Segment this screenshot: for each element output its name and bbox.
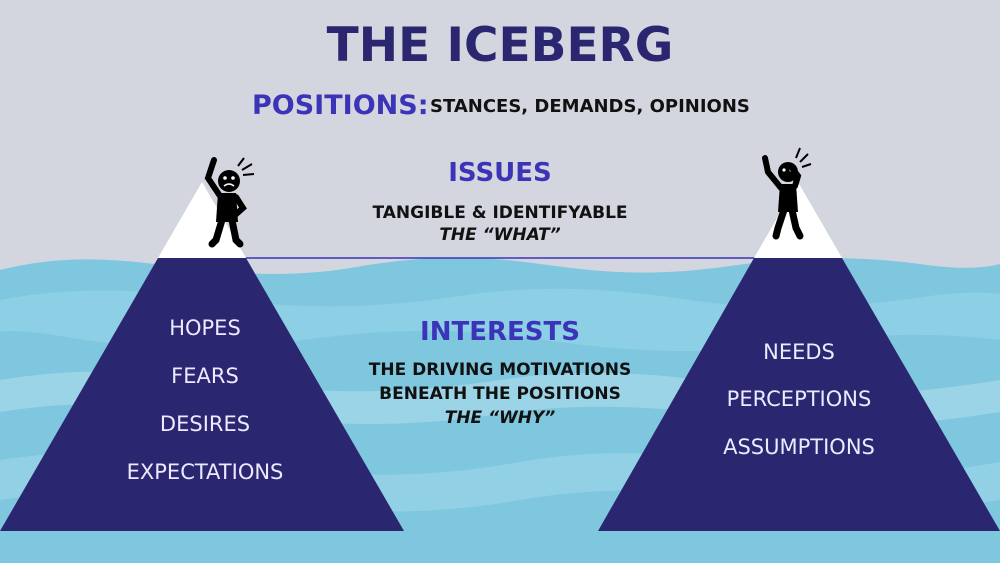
right-iceberg-item: PERCEPTIONS	[674, 387, 924, 411]
left-iceberg-item: HOPES	[80, 316, 330, 340]
positions-description: STANCES, DEMANDS, OPINIONS	[430, 96, 750, 117]
positions-label: POSITIONS:	[252, 90, 429, 121]
left-iceberg-item: FEARS	[80, 364, 330, 388]
right-iceberg-item: NEEDS	[674, 340, 924, 364]
interests-heading: INTERESTS	[300, 317, 700, 347]
interests-line-1: THE DRIVING MOTIVATIONS	[300, 360, 700, 380]
issues-heading: ISSUES	[300, 158, 700, 188]
right-iceberg-item: ASSUMPTIONS	[674, 435, 924, 459]
left-iceberg-item: DESIRES	[80, 412, 330, 436]
interests-line-2: BENEATH THE POSITIONS	[300, 384, 700, 404]
page-title: THE ICEBERG	[0, 18, 1000, 73]
issues-line-1: TANGIBLE & IDENTIFYABLE	[300, 203, 700, 223]
issues-line-2: THE “WHAT”	[300, 225, 700, 245]
interests-line-3: THE “WHY”	[300, 408, 700, 428]
left-iceberg-item: EXPECTATIONS	[80, 460, 330, 484]
